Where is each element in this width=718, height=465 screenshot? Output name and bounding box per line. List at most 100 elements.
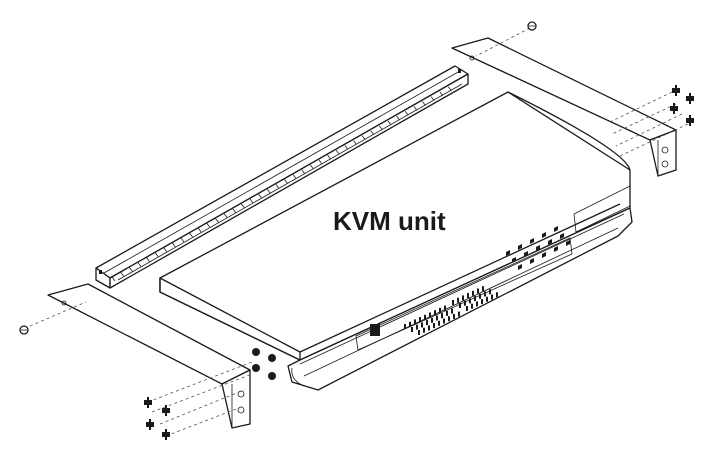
- vent-slot: [472, 290, 474, 296]
- vent-slot: [481, 299, 483, 305]
- vent-slot: [433, 323, 435, 329]
- rail-tooth: [430, 96, 435, 101]
- vent-slot: [452, 300, 454, 305]
- vent-slot: [486, 296, 488, 302]
- vent-slot: [436, 315, 438, 321]
- vent-slot: [482, 286, 484, 292]
- port-button: [548, 239, 552, 245]
- screw: [670, 103, 678, 114]
- vent-slot: [411, 327, 413, 332]
- rail-tooth: [422, 101, 426, 106]
- port-button: [524, 251, 528, 257]
- port-button: [518, 264, 522, 270]
- vent-slot: [489, 289, 491, 295]
- rail-tooth: [310, 164, 314, 170]
- vent-slot: [469, 298, 471, 304]
- rail-tooth: [206, 223, 211, 228]
- vent-slot: [491, 294, 493, 300]
- screw: [527, 21, 537, 31]
- unit-vents: [370, 286, 498, 336]
- left-bracket: [47, 283, 251, 429]
- vent-slot: [419, 317, 421, 323]
- rail-tooth: [232, 208, 237, 213]
- rail-tooth: [387, 120, 392, 126]
- vent-slot: [467, 293, 469, 299]
- port-button: [560, 233, 564, 239]
- rail-tooth: [335, 150, 340, 155]
- rail-tooth: [284, 179, 288, 184]
- port-button: [554, 246, 558, 252]
- indicator-panel: [370, 324, 380, 336]
- rail-tooth: [215, 218, 219, 223]
- screw: [672, 85, 680, 96]
- port-button: [554, 226, 558, 232]
- port-button: [566, 240, 570, 246]
- vent-slot: [448, 316, 450, 322]
- kvm-unit-label: KVM unit: [333, 206, 446, 236]
- screw: [19, 325, 29, 335]
- rail-tooth: [344, 145, 349, 150]
- vent-slot: [421, 322, 423, 328]
- rail-tooth: [146, 257, 150, 262]
- screw: [162, 405, 170, 416]
- vent-slot: [434, 310, 436, 316]
- rail-tooth: [120, 271, 124, 277]
- vent-slot: [428, 325, 430, 331]
- port-button: [530, 258, 534, 264]
- rail-tooth: [223, 213, 228, 218]
- rail-tooth: [163, 247, 168, 252]
- screw: [686, 115, 694, 126]
- vent-slot: [439, 307, 441, 313]
- rail-tooth: [249, 198, 254, 204]
- port-button: [536, 245, 540, 251]
- rail-tooth: [154, 252, 159, 257]
- vent-slot: [426, 320, 428, 326]
- rail-tooth: [413, 106, 418, 111]
- alignment-lines: [29, 27, 689, 437]
- vent-slot: [457, 297, 459, 303]
- rail-tooth: [258, 193, 262, 199]
- vent-slot: [416, 324, 418, 330]
- port-button: [530, 238, 534, 244]
- vent-slot: [438, 320, 440, 326]
- vent-slot: [451, 308, 453, 314]
- vent-slot: [429, 312, 431, 318]
- vent-slot: [424, 314, 426, 320]
- vent-slot: [409, 321, 411, 327]
- vent-slot: [464, 300, 466, 306]
- vent-slot: [462, 295, 464, 301]
- vent-slot: [496, 292, 498, 298]
- rail-tooth: [266, 189, 271, 194]
- rail-tooth: [379, 125, 383, 131]
- rail-tooth: [241, 203, 245, 209]
- vent-slot: [476, 301, 478, 307]
- screw: [686, 93, 694, 104]
- vent-slot: [484, 291, 486, 297]
- kvm-unit-body: [159, 91, 633, 391]
- vent-slot: [423, 327, 425, 333]
- rail-tooth: [439, 91, 444, 96]
- port-button: [542, 232, 546, 238]
- port-button: [512, 257, 516, 263]
- rear-rail: [95, 65, 469, 289]
- port-button: [518, 244, 522, 250]
- vent-slot: [474, 296, 476, 302]
- rail-tooth: [448, 86, 452, 92]
- vent-slot: [404, 324, 406, 329]
- vent-slot: [459, 303, 461, 308]
- vent-slot: [477, 288, 479, 294]
- vent-slot: [444, 305, 446, 311]
- vent-slot: [446, 310, 448, 316]
- screw: [162, 429, 170, 440]
- rail-tooth: [197, 228, 202, 233]
- rail-tooth: [275, 184, 280, 189]
- vent-slot: [443, 318, 445, 324]
- unit-buttons: [506, 226, 570, 270]
- vent-slot: [414, 319, 416, 325]
- screw: [144, 397, 152, 408]
- rail-tooth: [327, 154, 331, 160]
- screw: [146, 419, 154, 430]
- vent-slot: [466, 306, 468, 311]
